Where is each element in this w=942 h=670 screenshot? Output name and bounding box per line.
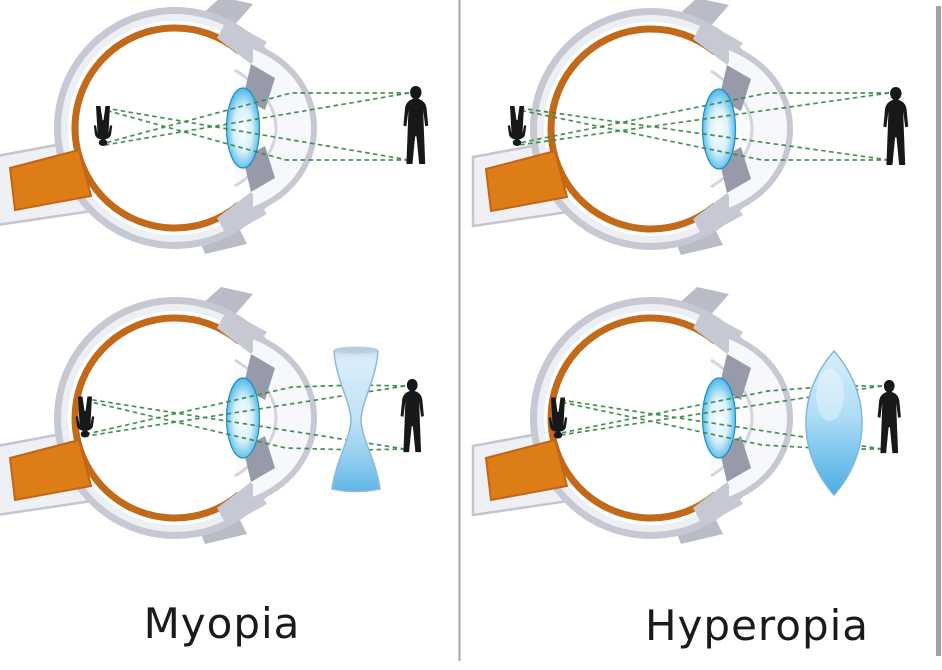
light-ray — [86, 398, 406, 450]
convex-corrective-lens — [805, 349, 863, 497]
light-ray — [560, 385, 882, 434]
light-ray — [518, 92, 890, 146]
light-ray — [86, 385, 406, 437]
caption-hyperopia: Hyperopia — [645, 601, 869, 650]
light-ray — [104, 107, 410, 161]
caption-myopia: Myopia — [144, 599, 301, 648]
concave-corrective-lens — [331, 348, 381, 493]
light-ray — [104, 92, 410, 146]
light-ray — [86, 384, 406, 435]
panel-myopia-uncorrected — [0, 0, 429, 254]
right-edge-bar — [936, 6, 941, 656]
light-rays — [518, 92, 890, 161]
panel-hyperopia-uncorrected — [473, 0, 909, 255]
light-ray — [86, 400, 406, 451]
light-ray — [518, 107, 890, 161]
panel-myopia-corrected — [0, 287, 424, 544]
light-rays — [104, 92, 410, 161]
light-ray — [104, 109, 409, 161]
light-rays — [560, 385, 883, 450]
convex-lens-highlight — [816, 369, 844, 421]
light-ray — [560, 385, 883, 436]
concave-lens-top-cap — [334, 346, 378, 354]
panel-hyperopia-corrected — [473, 287, 901, 544]
light-ray — [518, 109, 889, 161]
light-ray — [560, 399, 883, 450]
light-rays — [86, 384, 406, 451]
light-ray — [560, 401, 882, 450]
